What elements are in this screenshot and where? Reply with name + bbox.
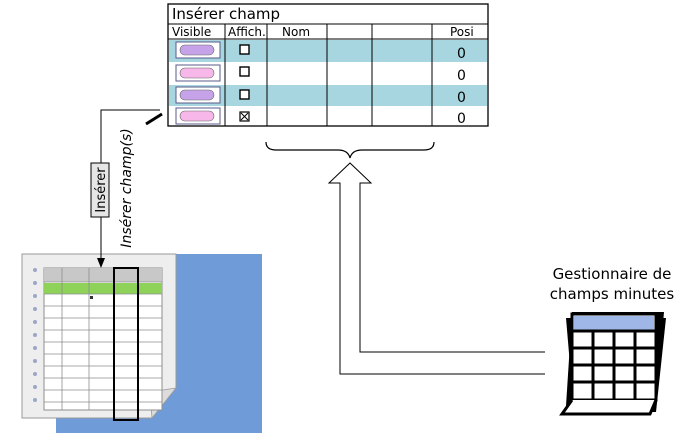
spreadsheet-icon — [21, 253, 262, 433]
inserer-champs-text: Insérer champ(s) — [119, 128, 135, 247]
table-row: 0 — [175, 107, 466, 127]
column-header-nom: Nom — [282, 25, 310, 39]
inserer-text: Insérer — [94, 167, 109, 213]
selected-column — [113, 267, 139, 421]
position-value: 0 — [457, 68, 466, 84]
connector-tick — [145, 112, 163, 126]
checkbox-icon[interactable] — [239, 66, 250, 77]
arrowhead — [97, 258, 105, 268]
column-header-affich: Affich. — [228, 25, 266, 39]
column-header-visible: Visible — [172, 25, 211, 39]
brace — [265, 141, 435, 159]
manager-label-line2: champs minutes — [550, 285, 675, 303]
inserer-label: Insérer — [90, 162, 110, 218]
calendar-icon — [559, 312, 666, 416]
checkbox-icon[interactable] — [239, 44, 250, 55]
manager-label-line1: Gestionnaire de — [553, 265, 672, 283]
checkbox-icon[interactable] — [239, 89, 250, 100]
column-header-posi: Posi — [450, 25, 474, 39]
table-row: 0 — [175, 64, 466, 84]
position-value: 0 — [457, 90, 466, 106]
table-row: 0 — [175, 86, 466, 106]
position-value: 0 — [457, 111, 466, 127]
position-value: 0 — [457, 46, 466, 62]
arrow-manager-to-dialog — [327, 162, 545, 375]
table-row: 0 — [175, 41, 466, 62]
inserer-champs-label: Insérer champ(s) — [119, 128, 135, 247]
insert-field-dialog: Insérer champ Visible Affich. Nom Posi 0 — [167, 3, 489, 127]
dialog-title: Insérer champ — [172, 5, 280, 23]
